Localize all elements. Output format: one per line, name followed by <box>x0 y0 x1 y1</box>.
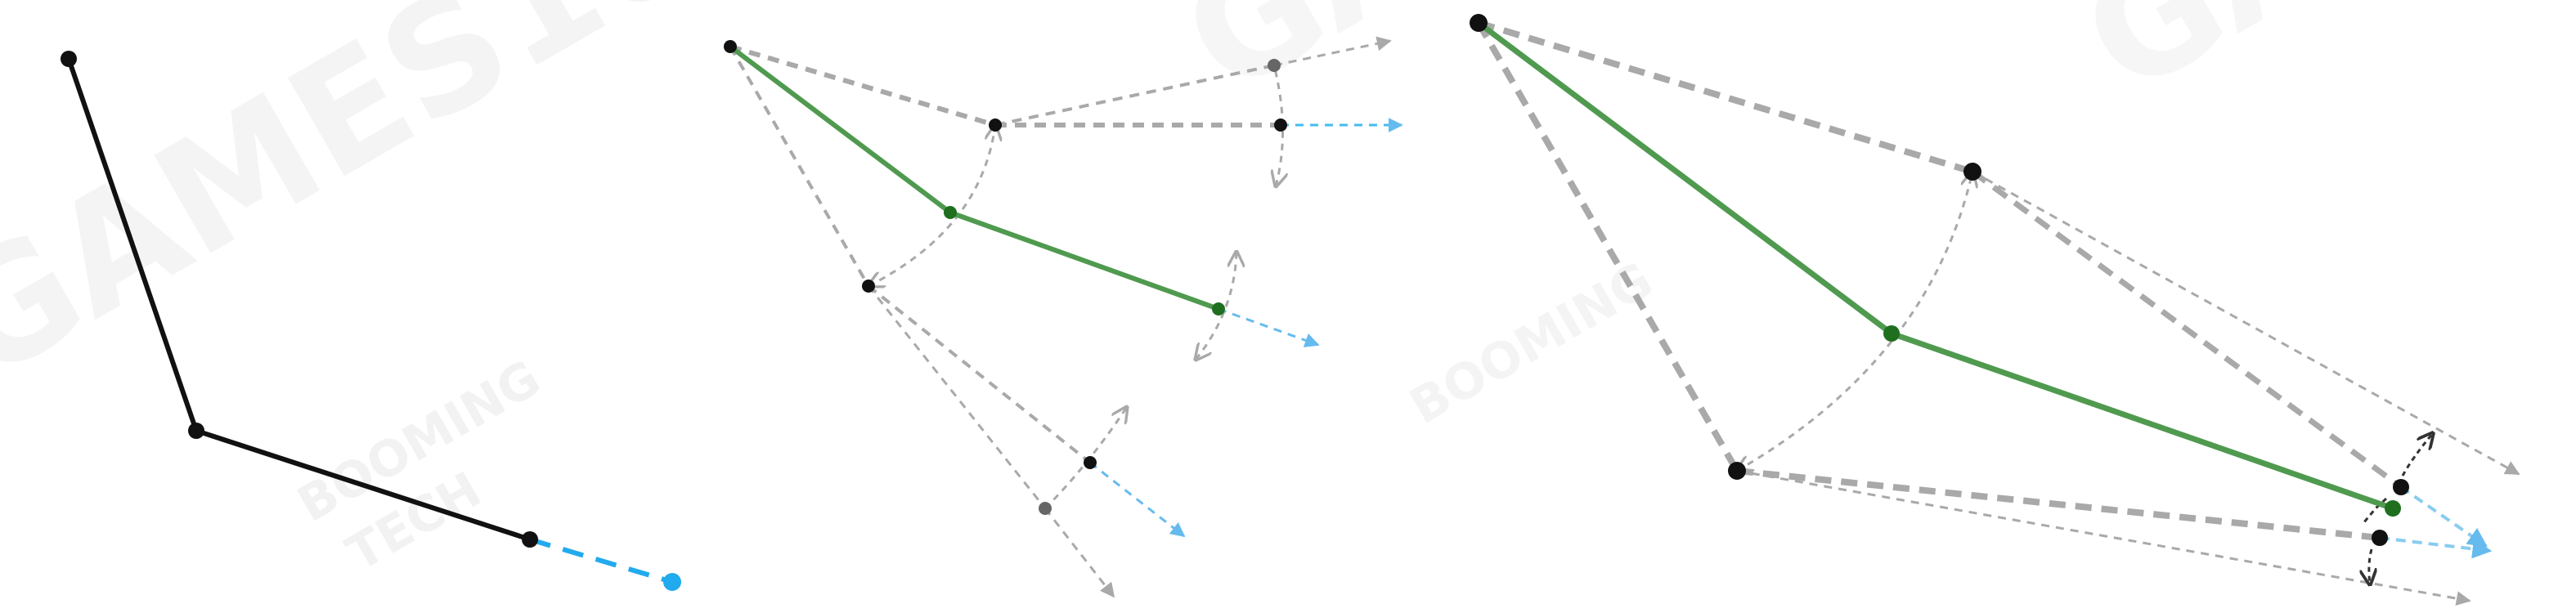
dashed-root-to-up-mid <box>1477 20 1974 175</box>
target-direction-line <box>529 537 673 584</box>
panel-1 <box>61 51 681 591</box>
dashed-low-mid-far-arrow <box>1736 469 2471 606</box>
dashed-low-end-blue-arrow <box>1089 461 1186 538</box>
bone-root-to-mid <box>66 58 199 432</box>
joint-up-mid <box>1963 163 1981 181</box>
joint-root <box>1470 14 1488 32</box>
joint-low-mid <box>1728 462 1746 480</box>
bone-root-to-mid-green <box>1476 20 1894 336</box>
dashed-up-mid-to-far <box>994 64 1275 127</box>
joint-low-end <box>2372 530 2388 546</box>
watermark-text-games104-3: GAMES104 <box>2054 0 2576 130</box>
bone-mid-to-end-green <box>1890 330 2394 512</box>
rotation-arc-up-end <box>1274 65 1283 186</box>
dashed-root-to-low-mid <box>729 46 870 287</box>
dashed-low-mid-to-low-far <box>867 285 1047 509</box>
joint-end-green <box>2385 500 2401 517</box>
joint-up-end <box>2393 479 2409 495</box>
rotation-arc-mid <box>1737 172 1972 471</box>
joint-low-end <box>1084 456 1097 469</box>
joint-up-mid <box>989 119 1002 132</box>
watermark: GAMES104 BOOMING TECH GAMES104 BOOMING G… <box>0 0 2576 583</box>
dashed-low-mid-to-low-end <box>867 284 1092 464</box>
bone-mid-to-end-green <box>949 210 1220 311</box>
dashed-root-to-low-mid <box>1475 21 1740 472</box>
panel-3 <box>1470 14 2520 606</box>
joint-end <box>522 531 538 548</box>
blue-arrow-up <box>2399 485 2488 548</box>
rotation-arc-mid <box>868 125 995 286</box>
dashed-end-blue-arrow <box>1218 307 1320 347</box>
dashed-root-to-up-mid <box>729 44 996 128</box>
joint-low-far <box>1039 502 1052 515</box>
target-point <box>663 573 681 591</box>
dashed-low-far-arrow <box>1043 508 1115 598</box>
bone-root-to-mid-green <box>729 44 952 215</box>
dashed-far-arrow <box>1273 36 1392 67</box>
bone-mid-to-end <box>195 428 531 542</box>
joint-mid-green <box>944 206 957 219</box>
joint-end-green <box>1212 302 1225 315</box>
panel-2 <box>724 36 1403 598</box>
joint-mid <box>188 423 204 439</box>
blue-arrow-low <box>2379 536 2493 559</box>
small-arc-low-end <box>2369 548 2372 584</box>
joint-mid-green <box>1883 325 1900 342</box>
small-arc-up-end <box>2401 433 2433 477</box>
joint-up-end <box>1274 119 1287 132</box>
watermark-text-games104: GAMES104 <box>0 0 820 416</box>
joint-root <box>61 51 77 67</box>
dashed-up-mid-far-arrow <box>1972 170 2520 476</box>
dashed-up-mid-to-up-end <box>1970 169 2403 490</box>
joint-low-mid <box>862 280 875 293</box>
joint-root <box>724 40 737 53</box>
rotation-arc-end <box>1196 252 1236 360</box>
joint-up-far <box>1268 59 1281 72</box>
dashed-low-mid-to-low-end <box>1736 468 2381 541</box>
